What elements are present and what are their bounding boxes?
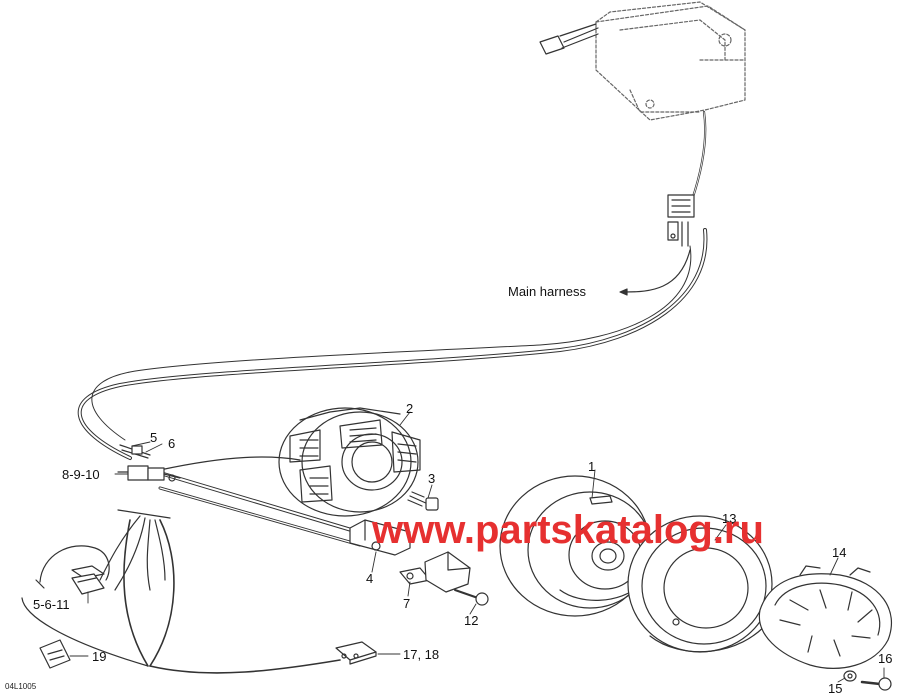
connector-17-18 xyxy=(335,641,377,665)
voltage-regulator xyxy=(595,1,746,121)
bracket-4 xyxy=(349,519,411,556)
callout-8-9-10: 8-9-10 xyxy=(62,467,100,482)
callout-5: 5 xyxy=(150,430,158,445)
ring-gear-13 xyxy=(627,515,773,653)
connector-5-6 xyxy=(119,444,151,459)
callout-6: 6 xyxy=(168,436,176,451)
trigger-coil-7 xyxy=(399,551,471,593)
callout-17-18: 17, 18 xyxy=(403,647,440,662)
callout-14: 14 xyxy=(832,545,847,560)
screw-3 xyxy=(407,491,439,511)
callout-13: 13 xyxy=(722,511,737,526)
starter-cup-14 xyxy=(758,565,893,669)
callout-3: 3 xyxy=(428,471,436,486)
callout-15: 15 xyxy=(828,681,843,694)
callout-2: 2 xyxy=(406,401,414,416)
callout-16: 16 xyxy=(878,651,893,666)
callout-7: 7 xyxy=(403,596,411,611)
connector-8-9-10 xyxy=(117,465,181,482)
lower-wiring-harness xyxy=(21,509,341,674)
callout-1: 1 xyxy=(588,459,596,474)
regulator-connector xyxy=(539,23,599,55)
main-harness-label: Main harness xyxy=(508,284,587,299)
bolt-16 xyxy=(860,677,892,691)
screw-12 xyxy=(454,589,489,606)
stator-cable-bundle xyxy=(148,456,387,547)
callout-12: 12 xyxy=(464,613,479,628)
terminal-boot-19 xyxy=(39,639,71,669)
connector-5-6-11 xyxy=(71,565,105,595)
main-harness-connector xyxy=(667,194,695,247)
callout-4: 4 xyxy=(366,571,374,586)
callout-leaders xyxy=(69,411,885,683)
callout-19: 19 xyxy=(92,649,107,664)
harness-label-leader xyxy=(624,249,691,293)
main-harness-cable xyxy=(77,228,708,460)
stator xyxy=(278,407,421,517)
washer-15 xyxy=(843,670,857,682)
watermark-text: www.partskatalog.ru xyxy=(372,508,764,552)
callout-5-6-11: 5-6-11 xyxy=(33,597,70,612)
drawing-reference-code: 04L1005 xyxy=(5,682,37,691)
